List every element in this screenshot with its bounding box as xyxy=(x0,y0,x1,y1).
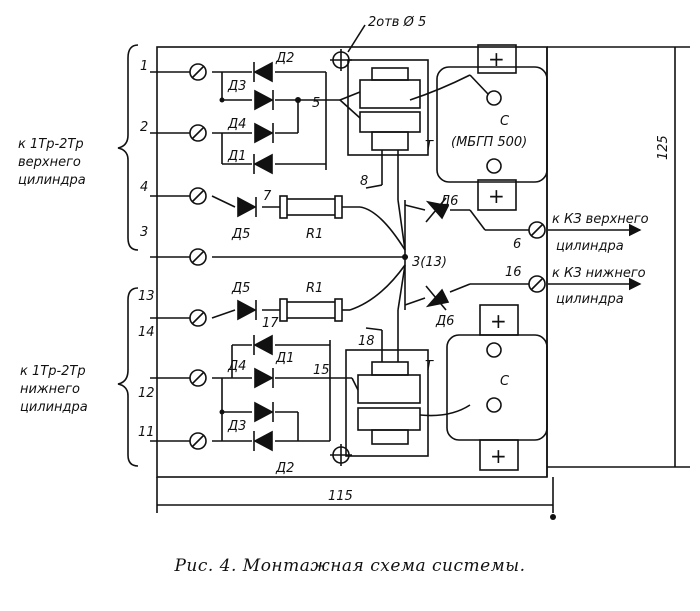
transistor-label: Т xyxy=(425,139,434,154)
resistor-label: R1 xyxy=(306,227,323,242)
height-dimension-label: 125 xyxy=(656,135,671,160)
lower-capacitor-body xyxy=(446,334,548,441)
terminal-label: 1 xyxy=(140,59,148,74)
node-label: 18 xyxy=(358,334,375,349)
diode-label: Д4 xyxy=(227,359,246,374)
upper-group-label-1: к 1Тр-2Тр xyxy=(18,137,84,152)
diode xyxy=(253,153,273,175)
diode xyxy=(254,89,274,111)
terminal-screw xyxy=(189,124,207,142)
lower-group-brace xyxy=(117,287,139,467)
resistor xyxy=(281,198,341,216)
terminal-screw xyxy=(189,432,207,450)
diode-label: Д4 xyxy=(227,117,246,132)
diode xyxy=(253,334,273,356)
upper-output-label-1: к КЗ верхнего xyxy=(552,212,649,227)
diode xyxy=(254,122,274,144)
terminal-screw xyxy=(189,369,207,387)
terminal-label: 2 xyxy=(140,120,148,135)
terminal-screw xyxy=(189,187,207,205)
diode-label: Д3 xyxy=(227,419,246,434)
node-label: 15 xyxy=(313,363,330,378)
plus-sign: + xyxy=(490,444,507,468)
terminal-label: 14 xyxy=(138,325,155,340)
terminal-screw xyxy=(189,63,207,81)
diode xyxy=(425,197,450,223)
terminal-screw xyxy=(189,248,207,266)
terminal-label: 13 xyxy=(138,289,155,304)
lower-group-label-3: цилиндра xyxy=(20,400,88,415)
diode-label: Д1 xyxy=(227,149,246,164)
terminal-screw xyxy=(528,275,546,293)
diode-label: Д2 xyxy=(275,51,294,66)
terminal-label: 16 xyxy=(505,265,522,280)
diode xyxy=(253,61,273,83)
capacitor-label: С xyxy=(500,114,510,129)
node-label: 5 xyxy=(312,96,320,111)
resistor-label: R1 xyxy=(306,281,323,296)
diode xyxy=(254,367,274,389)
node-label: 7 xyxy=(263,189,272,204)
terminal-label: 12 xyxy=(138,386,155,401)
lower-output-label-1: к КЗ нижнего xyxy=(552,266,646,281)
diode-label: Д6 xyxy=(435,314,454,329)
diode xyxy=(253,430,273,452)
plus-sign: + xyxy=(490,309,507,333)
diode xyxy=(237,299,257,321)
terminal-label: 3 xyxy=(140,225,148,240)
node-label: 3(13) xyxy=(412,255,447,270)
upper-group-label-2: верхнего xyxy=(18,155,81,170)
terminal-label: 4 xyxy=(140,180,148,195)
terminal-label: 6 xyxy=(513,237,521,252)
diode-label: Д2 xyxy=(275,461,294,476)
diode xyxy=(254,401,274,423)
upper-capacitor-body xyxy=(436,66,548,183)
upper-output-label-2: цилиндра xyxy=(556,239,624,254)
node-label: 8 xyxy=(360,174,368,189)
lower-transistor-bracket xyxy=(345,349,429,457)
width-dimension-label: 115 xyxy=(328,489,353,504)
diode-label: Д5 xyxy=(231,281,250,296)
terminal-screw xyxy=(189,309,207,327)
diode xyxy=(237,196,257,218)
lower-output-label-2: цилиндра xyxy=(556,292,624,307)
lower-group-label-1: к 1Тр-2Тр xyxy=(20,364,86,379)
terminal-label: 11 xyxy=(138,425,155,440)
resistor xyxy=(281,301,341,319)
terminal-screw xyxy=(528,221,546,239)
node-label: 17 xyxy=(262,316,279,331)
transistor-label: Т xyxy=(425,359,434,374)
diode-label: Д1 xyxy=(275,351,294,366)
holes-dimension-label: 2отв Ø 5 xyxy=(368,15,426,30)
upper-group-label-3: цилиндра xyxy=(18,173,86,188)
diode xyxy=(425,285,450,311)
lower-group-label-2: нижнего xyxy=(20,382,80,397)
diode-label: Д5 xyxy=(231,227,250,242)
capacitor-type-label: (МБГП 500) xyxy=(451,135,527,150)
diode-label: Д3 xyxy=(227,79,246,94)
figure-caption: Рис. 4. Монтажная схема системы. xyxy=(174,556,526,576)
plus-sign: + xyxy=(488,47,505,71)
capacitor-label: С xyxy=(500,374,510,389)
diode-label: Д6 xyxy=(439,194,458,209)
upper-group-brace xyxy=(117,44,139,251)
plus-sign: + xyxy=(488,184,505,208)
